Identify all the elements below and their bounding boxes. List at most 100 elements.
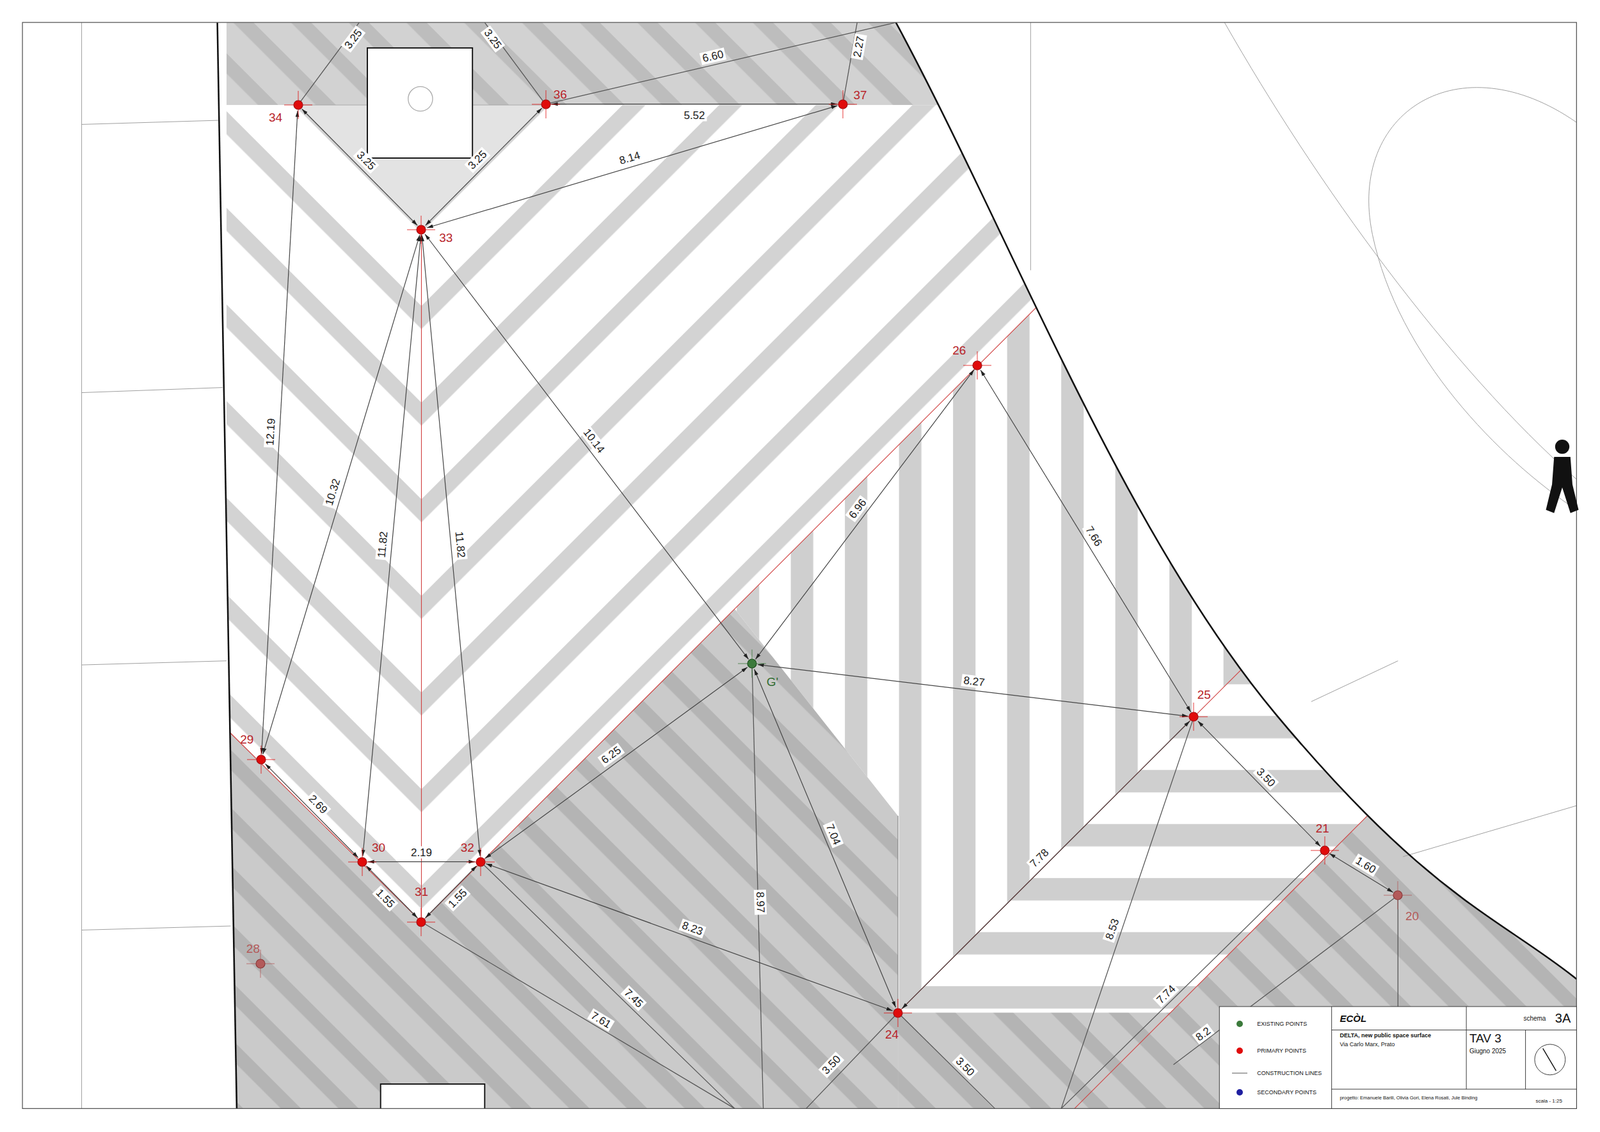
boundary-line [217,22,237,1109]
point-number: 25 [1197,688,1211,701]
dimension-label: 5.52 [681,109,707,122]
dimension-label: 2.27 [851,33,868,61]
point-number: 24 [885,1027,899,1040]
survey-point: 33 [413,222,429,238]
point-marker [472,854,489,870]
legend-swatch [1236,1047,1243,1055]
point-marker [1185,709,1202,725]
point-number: 36 [553,87,568,100]
dimension-line [980,369,1192,712]
dimension-label: 1.55 [444,885,471,912]
dimension-line [757,664,1188,717]
title-block-text: Via Carlo Marx, Prato [1339,1041,1395,1048]
dimension-label: 1.60 [1352,853,1380,878]
dimension-line [302,109,418,226]
legend-text: SECONDARY POINTS [1256,1089,1317,1096]
legend-swatch [1236,1089,1243,1096]
margin [1576,0,1600,1132]
dimension-label: 6.25 [597,743,625,768]
title-block-text: TAV 3 [1469,1032,1502,1045]
point-number: G' [766,675,779,688]
dimension-label: 8.27 [960,673,987,690]
title-block-text: progetto: Emanuele Barili, Olivia Gori, … [1339,1096,1478,1102]
survey-point: 36 [538,96,554,112]
dimension-label: 8.2 [1191,1023,1215,1045]
dimension-label: 7.74 [1153,981,1180,1008]
planter-square [367,48,473,159]
dimension-label: 11.82 [375,529,390,561]
street-area [896,0,1600,980]
survey-point: 24 [890,1005,906,1021]
survey-point: 31 [413,914,429,930]
dimension-line [425,108,543,226]
survey-point: 32 [472,854,489,870]
dimension-label: 7.61 [586,1008,615,1032]
dimension-line [426,105,838,228]
dimension-label: 6.96 [844,495,870,523]
dimension-label: 2.19 [408,846,434,859]
dimension-label: 3.50 [1252,764,1279,791]
dimension-label: 10.14 [579,424,609,457]
point-marker [252,956,269,972]
dimension-label: 8.14 [615,148,644,168]
pedestrian-icon [1545,439,1579,514]
dimension-line [368,861,475,863]
title-block-text: scala - 1:25 [1536,1098,1563,1104]
dimension-line [485,667,748,859]
street-line [81,22,1577,1109]
dimension-label: 3.50 [818,1051,845,1078]
dimension-line [366,865,418,918]
point-marker [354,854,370,870]
point-marker [969,357,985,374]
point-number: 29 [240,733,254,746]
survey-point: 30 [354,854,370,870]
dimension-line [754,669,896,1008]
survey-point: 20 [1390,887,1406,904]
point-number: 28 [246,942,260,955]
margin [0,1108,1600,1132]
point-marker [253,752,269,768]
legend-line [1232,1071,1248,1076]
point-number: 21 [1315,822,1330,835]
dimension-label: 3.50 [952,1053,979,1080]
legend-swatch [1236,1020,1243,1028]
dimension-label: 7.45 [620,985,647,1012]
point-number: 33 [439,231,453,244]
dimension-label: 3.25 [480,24,506,53]
dimension-label: 3.25 [340,24,366,53]
legend-text: CONSTRUCTION LINES [1256,1070,1322,1076]
dimension-label: 3.25 [353,147,380,175]
dimension-label: 6.60 [699,47,727,65]
point-marker [413,222,429,238]
dimension-line [485,864,893,1012]
point-marker [1390,887,1406,904]
title-block [1219,1006,1577,1109]
title-block-text: schema [1523,1015,1546,1023]
point-number: 37 [853,88,867,102]
edge-line [897,816,899,1014]
survey-point: 29 [253,752,269,768]
survey-point: 21 [1317,842,1333,859]
point-number: 34 [268,111,283,124]
point-marker [290,97,306,113]
point-marker [890,1005,906,1021]
survey-point: 28 [252,956,269,972]
dimension-label: 8.23 [678,919,706,939]
survey-point: 26 [969,357,985,374]
point-number: 26 [952,343,966,356]
boundary-line [896,22,1577,980]
dimension-line [424,234,749,660]
survey-point: 37 [835,96,851,112]
dimension-line [264,764,358,859]
dimension-label: 1.55 [372,885,399,912]
grey-paving [226,608,898,1109]
dimension-label: 7.66 [1081,522,1106,550]
sheet-frame [22,22,1577,1109]
dimension-line [901,721,1190,1009]
dimension-label: 12.19 [263,416,278,448]
title-block-text: ECÒL [1339,1013,1367,1023]
legend-text: EXISTING POINTS [1256,1021,1307,1028]
survey-point: G' [744,656,760,672]
